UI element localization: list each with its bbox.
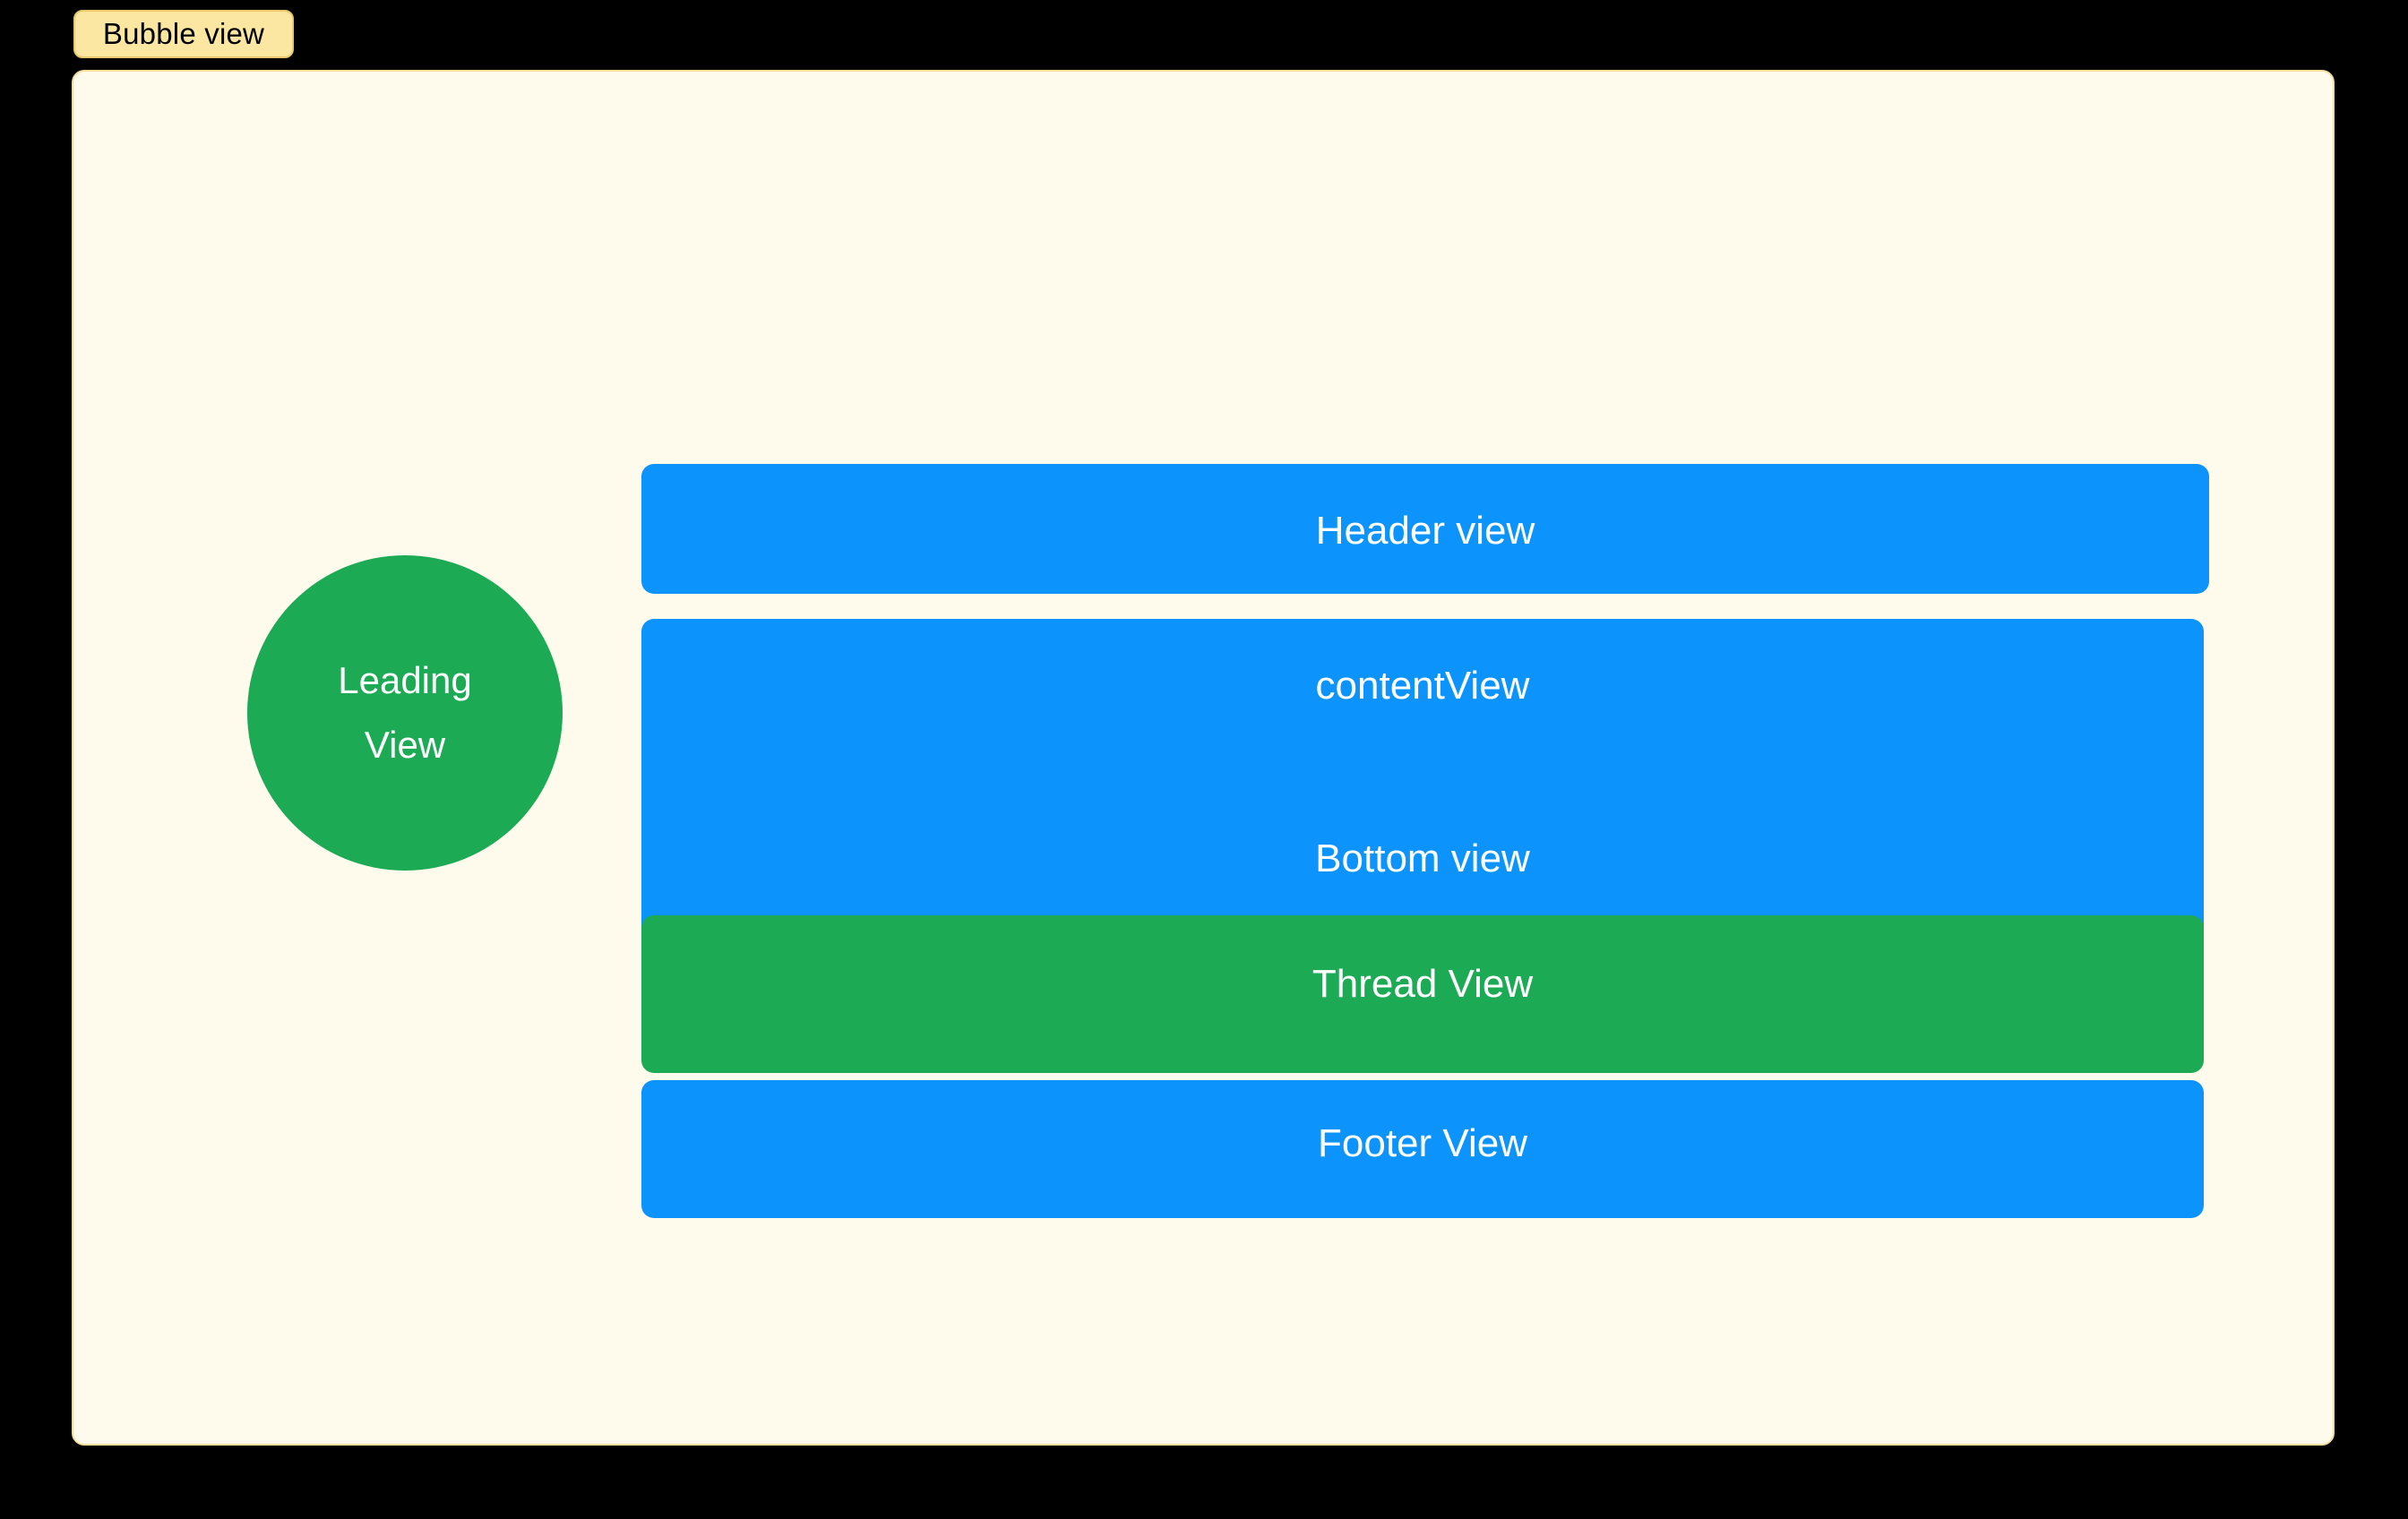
bubble-view-canvas: Leading View Header view contentView Bot… (72, 70, 2335, 1446)
leading-view-circle: Leading View (247, 555, 563, 871)
leading-view-label-line1: Leading (338, 659, 472, 701)
footer-view-bar: Footer View (641, 1080, 2204, 1218)
leading-view-label-line2: View (364, 724, 446, 766)
thread-view-label: Thread View (1312, 962, 1534, 1006)
bottom-view-label: Bottom view (1315, 837, 1530, 880)
thread-view-bar: Thread View (641, 915, 2204, 1073)
content-view-label: contentView (1315, 664, 1530, 708)
header-view-bar: Header view (641, 464, 2209, 594)
footer-view-label: Footer View (1318, 1121, 1527, 1165)
header-view-label: Header view (1315, 509, 1535, 553)
bubble-view-label: Bubble view (73, 10, 294, 58)
